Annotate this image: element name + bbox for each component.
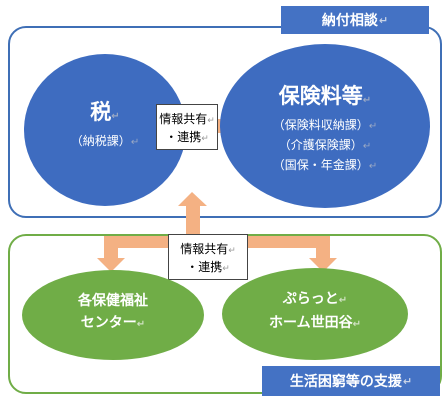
consultation-group-tag: 納付相談↵ [281, 6, 429, 34]
insurance-department-line: （保険料収納課）↵ [220, 116, 430, 136]
return-mark: ↵ [222, 264, 230, 274]
return-mark: ↵ [136, 319, 146, 330]
return-mark: ↵ [111, 111, 120, 122]
return-mark: ↵ [402, 374, 413, 388]
return-mark: ↵ [368, 121, 378, 132]
national-pension-dept: （国保・年金課） [272, 158, 369, 172]
health-center-line1: 各保健福祉 [78, 293, 148, 309]
health-center-line2: センター [80, 315, 137, 331]
health-welfare-center-node: 各保健福祉 センター↵ [22, 270, 204, 360]
insurance-departments: （保険料収納課）↵ （介護保険課）↵ （国保・年金課）↵ [220, 116, 430, 176]
tax-title: 税 [90, 100, 112, 124]
info-sharing-box-top: 情報共有↵ ・連携↵ [156, 104, 218, 150]
care-insurance-dept: （介護保険課） [278, 138, 363, 152]
return-mark: ↵ [362, 141, 372, 152]
plat-home-line1: ぷらっと [282, 291, 339, 307]
arrow-up-to-top-group [178, 192, 207, 236]
tax-department: （納税課） [70, 134, 131, 148]
arrow-down-right [309, 236, 337, 272]
return-mark: ↵ [207, 116, 215, 126]
insurance-department-line: （国保・年金課）↵ [220, 156, 430, 176]
tax-title-row: 税↵ [24, 96, 186, 126]
insurance-node: 保険料等↵ （保険料収納課）↵ （介護保険課）↵ （国保・年金課）↵ [220, 44, 430, 208]
consultation-group-label: 納付相談 [321, 13, 378, 29]
return-mark: ↵ [368, 161, 378, 172]
info-sharing-line2: ・連携 [186, 260, 223, 274]
return-mark: ↵ [362, 95, 372, 106]
plat-home-setagaya-node: ぷらっと↵ ホーム世田谷↵ [222, 268, 408, 360]
info-sharing-box-bottom: 情報共有↵ ・連携↵ [168, 234, 248, 280]
info-sharing-line1: 情報共有 [159, 112, 208, 126]
return-mark: ↵ [228, 246, 236, 256]
insurance-title: 保険料等 [278, 84, 363, 108]
info-sharing-line2: ・連携 [165, 130, 202, 144]
support-group-tag: 生活困窮等の支援↵ [262, 366, 440, 396]
support-group-label: 生活困窮等の支援 [289, 374, 402, 390]
return-mark: ↵ [201, 134, 209, 144]
arrow-down-left [97, 236, 125, 272]
return-mark: ↵ [378, 13, 389, 27]
return-mark: ↵ [352, 319, 361, 330]
insurance-title-row: 保険料等↵ [220, 80, 430, 110]
tax-sub-row: （納税課）↵ [24, 132, 186, 149]
info-sharing-line1: 情報共有 [180, 242, 229, 256]
return-mark: ↵ [338, 295, 348, 306]
insurance-department-line: （介護保険課）↵ [220, 136, 430, 156]
insurance-collection-dept: （保険料収納課） [272, 118, 369, 132]
return-mark: ↵ [130, 137, 140, 148]
plat-home-line2: ホーム世田谷 [269, 315, 353, 331]
